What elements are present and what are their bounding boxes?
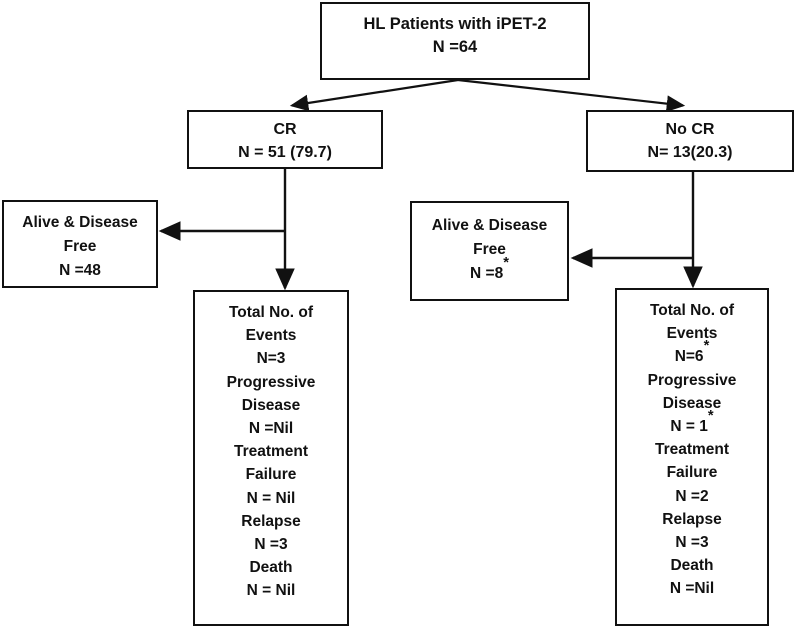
node-events-right-line-6: Treatment xyxy=(654,441,730,459)
node-events-left-line-9: Relapse xyxy=(241,512,301,530)
node-events-right-line-7: Failure xyxy=(666,464,718,482)
node-alive-disease-free-nocr[interactable]: Alive & Disease Free N =8* xyxy=(410,201,569,301)
node-events-left-line-2: N=3 xyxy=(256,350,286,368)
node-events-right-lines: Total No. of Events N=6* Progressive Dis… xyxy=(617,299,767,601)
edge-root-to-cr xyxy=(289,78,459,112)
node-nocr-line-1: N= 13(20.3) xyxy=(647,144,733,161)
footnote-asterisk: * xyxy=(703,338,710,355)
node-events-left-line-12: N = Nil xyxy=(246,582,296,600)
node-alive-mid-line-1: Free xyxy=(473,241,506,258)
node-events-right-line-5-text: N = 1 xyxy=(670,418,708,436)
node-events-right-line-3: Progressive xyxy=(647,371,737,389)
node-events-right-line-12: N =Nil xyxy=(669,580,715,598)
node-events-left-line-3: Progressive xyxy=(226,373,316,391)
node-events-left-line-7: Failure xyxy=(245,466,297,484)
node-events-left-line-5: N =Nil xyxy=(248,420,294,438)
node-hl-patients-ipet2[interactable]: HL Patients with iPET-2 N =64 xyxy=(320,2,590,80)
node-total-events-nocr[interactable]: Total No. of Events N=6* Progressive Dis… xyxy=(615,288,769,626)
node-nocr-line-0: No CR xyxy=(665,121,715,138)
node-alive-mid-value-text: N =8 xyxy=(470,265,504,282)
node-events-left-line-10: N =3 xyxy=(254,536,288,554)
node-root-lines: HL Patients with iPET-2 N =64 xyxy=(322,13,588,59)
node-events-right-line-10: N =3 xyxy=(675,534,709,552)
node-alive-left-lines: Alive & Disease Free N =48 xyxy=(4,211,156,283)
node-alive-mid-value: N =8* xyxy=(412,255,567,286)
node-events-right-line-11: Death xyxy=(670,557,714,575)
node-events-right-line-2: N=6* xyxy=(617,339,767,368)
node-no-cr[interactable]: No CR N= 13(20.3) xyxy=(586,110,794,172)
node-events-left-line-4: Disease xyxy=(241,396,301,414)
footnote-asterisk: * xyxy=(707,407,714,424)
edge-root-to-nocr xyxy=(457,78,686,112)
node-events-right-line-9: Relapse xyxy=(662,510,722,528)
node-cr[interactable]: CR N = 51 (79.7) xyxy=(187,110,383,169)
node-root-line-0: HL Patients with iPET-2 xyxy=(363,15,547,33)
node-events-right-line-2-text: N=6 xyxy=(674,348,704,366)
node-nocr-lines: No CR N= 13(20.3) xyxy=(588,118,792,164)
node-events-left-lines: Total No. of Events N=3 Progressive Dise… xyxy=(195,301,347,603)
node-cr-line-0: CR xyxy=(273,121,297,138)
node-events-right-line-5: N = 1* xyxy=(617,408,767,438)
node-cr-lines: CR N = 51 (79.7) xyxy=(189,118,381,164)
node-alive-disease-free-cr[interactable]: Alive & Disease Free N =48 xyxy=(2,200,158,288)
node-events-left-line-11: Death xyxy=(249,559,293,577)
node-events-right-line-0: Total No. of xyxy=(649,302,735,319)
node-alive-mid-lines: Alive & Disease Free N =8* xyxy=(412,214,567,286)
node-alive-left-line-1: Free xyxy=(63,238,97,255)
footnote-asterisk: * xyxy=(503,254,509,271)
node-root-line-1: N =64 xyxy=(432,38,478,56)
node-alive-left-line-0: Alive & Disease xyxy=(22,214,138,231)
node-events-left-line-6: Treatment xyxy=(233,443,309,461)
node-alive-left-line-2: N =48 xyxy=(59,262,101,279)
node-events-left-line-0: Total No. of xyxy=(228,304,314,321)
node-alive-mid-line-0: Alive & Disease xyxy=(431,217,548,234)
node-events-right-line-4: Disease xyxy=(662,394,722,412)
node-total-events-cr[interactable]: Total No. of Events N=3 Progressive Dise… xyxy=(193,290,349,626)
node-cr-line-1: N = 51 (79.7) xyxy=(238,144,332,161)
node-events-left-line-1: Events xyxy=(245,327,297,345)
node-events-left-line-8: N = Nil xyxy=(246,489,296,507)
node-events-right-line-1: Events xyxy=(666,325,718,343)
node-events-right-line-8: N =2 xyxy=(675,487,709,505)
